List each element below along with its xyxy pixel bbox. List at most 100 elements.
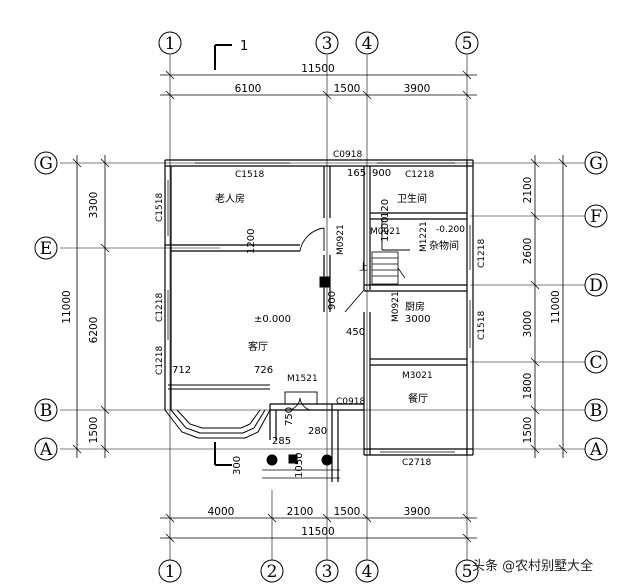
- label-m3021: M3021: [402, 371, 433, 381]
- axis-right-A: A: [589, 440, 603, 460]
- dim-left-1: 3300: [88, 192, 100, 219]
- axis-bottom-2: 2: [267, 562, 278, 582]
- windows: [167, 162, 471, 453]
- dim-right-5: 1500: [522, 417, 534, 444]
- dim-300: 300: [232, 456, 243, 475]
- label-m1221: M1221: [419, 221, 429, 252]
- dim-285: 285: [272, 436, 291, 447]
- axis-left-B: B: [40, 401, 53, 421]
- axis-bubbles: [34, 31, 608, 583]
- dim-1200a: 1200: [380, 217, 391, 242]
- entrance-columns: [266, 276, 333, 466]
- axis-bottom-5: 5: [462, 562, 473, 582]
- dim-bottom-total: 11500: [301, 526, 334, 538]
- axis-left-E: E: [40, 239, 52, 259]
- dim-450: 450: [346, 327, 365, 338]
- dim-750: 750: [284, 407, 295, 426]
- dim-726: 726: [254, 365, 273, 376]
- axis-labels: 1 3 4 5 1 2 3 4 5 G E B A G F D C B A: [39, 34, 603, 582]
- label-m0921-c: M0921: [391, 291, 401, 322]
- room-storage: 杂物间: [429, 239, 459, 252]
- component-labels: C0918 C1518 C1218 C1518 C1218 C1218 C121…: [155, 150, 487, 478]
- label-c0918-top: C0918: [333, 150, 362, 160]
- room-names: 老人房 客厅 卫生间 杂物间 厨房 餐厅: [215, 192, 459, 405]
- dim-3000: 3000: [405, 314, 430, 325]
- axis-left-G: G: [39, 154, 53, 174]
- bay-window: [164, 384, 271, 439]
- section-cut-mark: [214, 44, 232, 466]
- doors: [284, 219, 410, 411]
- axis-left-A: A: [39, 440, 53, 460]
- label-c1218-left-low: C1218: [155, 346, 165, 375]
- dimension-text: 11500 6100 1500 3900 4000 2100 1500 3900…: [61, 63, 562, 538]
- axis-top-4: 4: [362, 34, 373, 54]
- dim-bottom-2: 2100: [287, 506, 314, 518]
- axis-bottom-1: 1: [165, 562, 176, 582]
- label-level-minus: -0.200: [436, 225, 465, 235]
- axis-right-C: C: [589, 353, 602, 373]
- axis-bottom-3: 3: [322, 562, 333, 582]
- axis-lines: [60, 55, 585, 560]
- axis-right-B: B: [590, 401, 603, 421]
- dim-900b: 900: [327, 291, 338, 310]
- label-m1521: M1521: [287, 374, 318, 384]
- label-c1518-top: C1518: [235, 170, 264, 180]
- dim-bottom-1: 4000: [208, 506, 235, 518]
- top-dimension-lines: [160, 70, 477, 100]
- room-bathroom: 卫生间: [397, 192, 427, 205]
- label-c1218-right: C1218: [477, 239, 487, 268]
- stair-up-label: 上: [359, 262, 368, 273]
- dim-top-3: 3900: [404, 83, 431, 95]
- label-c0918-mid: C0918: [336, 397, 365, 407]
- label-c1518-right: C1518: [477, 311, 487, 340]
- room-elderly: 老人房: [215, 192, 245, 205]
- dim-top-2: 1500: [334, 83, 361, 95]
- label-c1518-left: C1518: [155, 193, 165, 222]
- right-dimension-lines: [530, 155, 568, 458]
- dim-280: 280: [308, 426, 327, 437]
- dim-bottom-3: 1500: [334, 506, 361, 518]
- section-mark-label: 1: [240, 39, 248, 54]
- room-living: 客厅: [248, 340, 268, 353]
- dim-712: 712: [172, 365, 191, 376]
- stair: [371, 251, 406, 285]
- dim-top-total: 11500: [301, 63, 334, 75]
- room-kitchen: 厨房: [405, 300, 425, 313]
- dim-1050: 1050: [294, 453, 305, 478]
- axis-top-3: 3: [322, 34, 333, 54]
- room-dining: 餐厅: [408, 392, 428, 405]
- axis-right-D: D: [589, 276, 603, 296]
- axis-right-G: G: [589, 154, 603, 174]
- walls: [164, 159, 474, 482]
- dim-left-total: 11000: [61, 290, 73, 323]
- step-lines: [262, 469, 340, 479]
- dim-right-2: 2600: [522, 238, 534, 265]
- axis-right-F: F: [590, 207, 602, 227]
- left-dimension-lines: [72, 155, 110, 458]
- bottom-dimension-lines: [160, 513, 477, 543]
- dim-right-4: 1800: [522, 373, 534, 400]
- axis-bottom-4: 4: [362, 562, 373, 582]
- dim-165: 165: [347, 168, 366, 179]
- dim-bottom-4: 3900: [404, 506, 431, 518]
- dim-left-2: 6200: [88, 317, 100, 344]
- label-c1218-bath: C1218: [405, 170, 434, 180]
- dim-120: 120: [380, 199, 391, 218]
- watermark: 头条 @农村别墅大全: [472, 558, 593, 574]
- axis-top-1: 1: [165, 34, 176, 54]
- label-m0921: M0921: [336, 224, 346, 255]
- dim-900a: 900: [372, 168, 391, 179]
- axis-top-5: 5: [462, 34, 473, 54]
- dim-1200b: 1200: [246, 229, 257, 254]
- dim-right-3: 3000: [522, 311, 534, 338]
- label-c2718: C2718: [402, 458, 431, 468]
- label-m0921-b: M0921: [370, 227, 401, 237]
- dim-top-1: 6100: [235, 83, 262, 95]
- dim-right-total: 11000: [550, 290, 562, 323]
- label-c1218-left-mid: C1218: [155, 293, 165, 322]
- dim-right-1: 2100: [522, 177, 534, 204]
- label-level-zero: ±0.000: [254, 314, 291, 325]
- dim-left-3: 1500: [88, 417, 100, 444]
